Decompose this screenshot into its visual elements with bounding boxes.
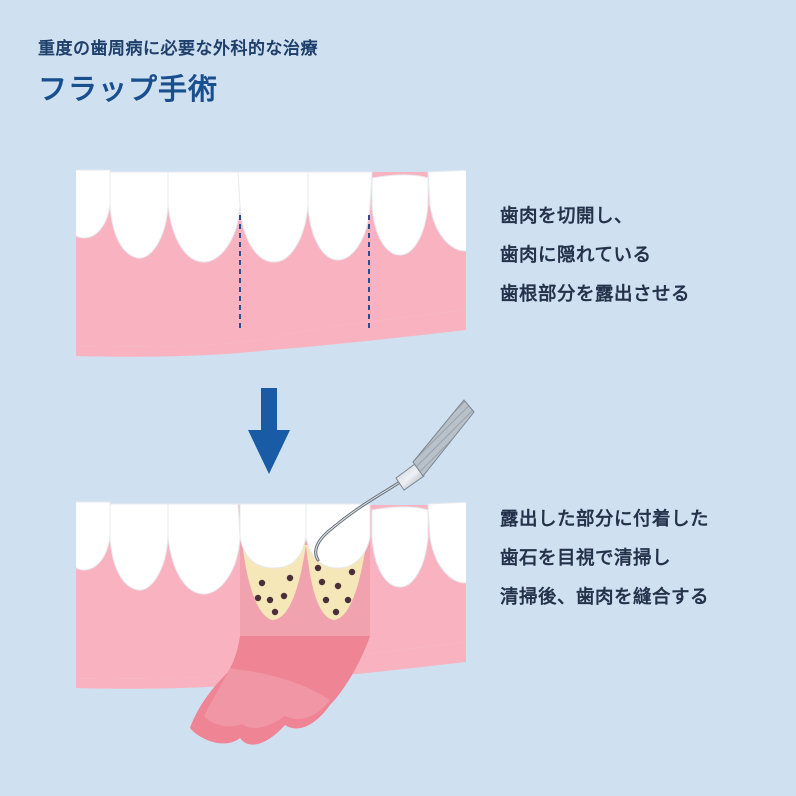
dental-scaler-icon (314, 399, 475, 562)
gum-incision-diagram (76, 169, 466, 357)
teeth-row (76, 501, 466, 595)
step1-line-1: 歯肉を切開し、 (500, 206, 634, 227)
gum-lower-band (76, 310, 466, 357)
teeth-row (76, 169, 466, 263)
step1-caption: 歯肉を切開し、 歯肉に隠れている 歯根部分を露出させる (500, 197, 690, 314)
step2-line-2: 歯石を目視で清掃し (500, 548, 672, 569)
flap-surgery-diagram (76, 501, 466, 689)
step2-line-3: 清掃後、歯肉を縫合する (500, 587, 710, 608)
tartar-deposits (254, 564, 356, 616)
step2-caption: 露出した部分に付着した 歯石を目視で清掃し 清掃後、歯肉を縫合する (500, 500, 709, 617)
step1-line-3: 歯根部分を露出させる (500, 284, 691, 305)
subtitle: 重度の歯周病に必要な外科的な治療 (38, 39, 318, 59)
page-title: フラップ手術 (38, 72, 219, 106)
step2-line-1: 露出した部分に付着した (500, 509, 710, 530)
down-arrow-icon (248, 388, 290, 474)
step1-line-2: 歯肉に隠れている (500, 245, 652, 266)
